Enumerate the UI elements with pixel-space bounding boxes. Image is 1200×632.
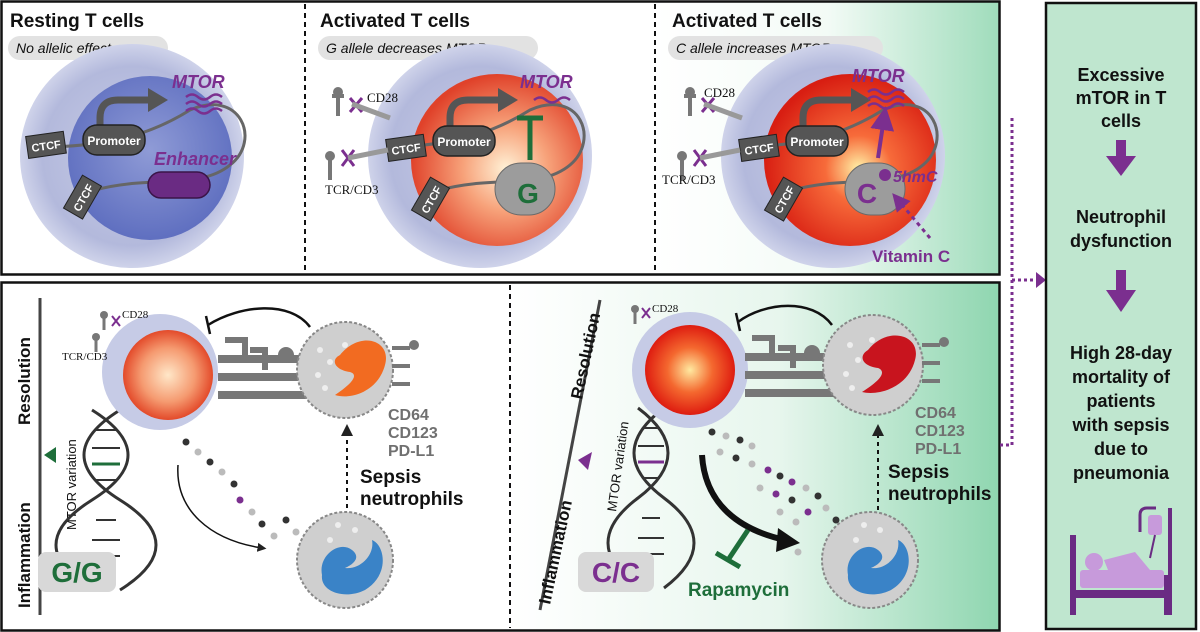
mtor-label-2: MTOR: [520, 72, 573, 92]
svg-text:due to: due to: [1094, 439, 1148, 459]
svg-text:cells: cells: [1101, 111, 1141, 131]
enhancer-label: Enhancer: [154, 149, 237, 169]
svg-text:with sepsis: with sepsis: [1071, 415, 1169, 435]
genotype-badge-left: [38, 552, 116, 592]
panel-2-title: Activated T cells: [320, 11, 470, 32]
sepsis-label-right-1: Sepsis: [888, 462, 949, 483]
cytokines-right: [708, 428, 840, 556]
promoter-label-1: Promoter: [87, 134, 141, 148]
activated-t-cell-g: Promoter CTCF CTCF G MTOR CD28: [325, 44, 592, 268]
svg-text:CD28: CD28: [367, 90, 398, 105]
level-marker-purple: [578, 452, 592, 470]
panel-connector: [1000, 118, 1046, 447]
side-box-step-2: Neutrophil dysfunction: [1070, 207, 1172, 251]
ctcf-label-3a: CTCF: [744, 142, 775, 158]
mtor-label-1: MTOR: [172, 72, 225, 92]
promoter-label-3: Promoter: [790, 135, 844, 149]
svg-text:dysfunction: dysfunction: [1070, 231, 1172, 251]
ctcf-label-1a: CTCF: [31, 139, 62, 155]
hmc-label: 5hmC: [893, 169, 938, 186]
activated-t-cell-c: Promoter CTCF CTCF C 5hmC MTOR Vitamin C: [662, 44, 950, 268]
receptor-tcr-2: TCR/CD3: [325, 147, 389, 197]
genotype-badge-right: [578, 552, 654, 592]
svg-text:TCR/CD3: TCR/CD3: [662, 172, 715, 187]
cd28-small-right: CD28: [652, 303, 679, 315]
svg-text:mTOR in T: mTOR in T: [1076, 88, 1167, 108]
panel-1-title: Resting T cells: [10, 11, 144, 32]
tcr-small-left: TCR/CD3: [62, 351, 108, 363]
resolution-label-left: Resolution: [15, 337, 34, 425]
marker-cd64-left: CD64: [388, 407, 429, 424]
allele-g: G: [517, 178, 539, 209]
svg-text:High 28-day: High 28-day: [1070, 343, 1172, 363]
receptor-cd28-3: CD28: [684, 85, 743, 121]
cd28-small-left: CD28: [122, 309, 149, 321]
svg-text:Excessive: Excessive: [1077, 65, 1164, 85]
svg-text:CD28: CD28: [704, 85, 735, 100]
marker-cd123-left: CD123: [388, 425, 438, 442]
genotype-left: G/G: [51, 557, 102, 588]
bottom-panel-frame: [0, 281, 1001, 632]
side-box-step-1: Excessive mTOR in T cells: [1076, 65, 1167, 131]
sepsis-label-left-1: Sepsis: [360, 467, 421, 488]
svg-text:mortality of: mortality of: [1072, 367, 1171, 387]
genotype-right: C/C: [592, 557, 640, 588]
resting-t-cell: Promoter CTCF CTCF Enhancer MTOR: [20, 44, 247, 268]
sepsis-label-right-2: neutrophils: [888, 484, 991, 505]
receptor-tcr-3: TCR/CD3: [662, 147, 741, 187]
top-panel-frame: [0, 0, 1001, 276]
side-arrow-1: [1106, 140, 1136, 176]
inflammation-label-left: Inflammation: [15, 502, 34, 608]
bottom-right-scheme: Resolution Inflammation MTOR variation C…: [535, 299, 991, 611]
receptor-cd28-2: CD28: [332, 87, 398, 121]
mtor-variation-left: MTOR variation: [64, 439, 79, 530]
promoter-label-2: Promoter: [437, 135, 491, 149]
marker-cd64-right: CD64: [915, 405, 956, 422]
bottom-left-scheme: Resolution Inflammation MTOR variation G…: [15, 298, 463, 615]
mtor-label-3: MTOR: [852, 66, 905, 86]
hospital-bed-icon: [1070, 506, 1172, 615]
marker-pdl1-right: PD-L1: [915, 441, 961, 458]
level-marker-green: [44, 447, 56, 463]
side-box-step-3: High 28-day mortality of patients with s…: [1070, 343, 1172, 483]
marker-cd123-right: CD123: [915, 423, 965, 440]
rapamycin-label: Rapamycin: [688, 580, 789, 601]
svg-text:Neutrophil: Neutrophil: [1076, 207, 1166, 227]
dna-helix-right: [606, 406, 696, 590]
svg-text:TCR/CD3: TCR/CD3: [325, 182, 378, 197]
panel-3-title: Activated T cells: [672, 11, 822, 32]
svg-text:patients: patients: [1086, 391, 1155, 411]
sepsis-label-left-2: neutrophils: [360, 489, 463, 510]
ctcf-label-2a: CTCF: [391, 142, 422, 158]
svg-text:pneumonia: pneumonia: [1073, 463, 1170, 483]
vitamin-c-label: Vitamin C: [872, 247, 950, 266]
cytokines-left: [182, 438, 300, 540]
allele-c: C: [857, 178, 877, 209]
panel-1-subtitle: No allelic effect: [16, 40, 112, 56]
side-arrow-2: [1106, 270, 1136, 312]
marker-pdl1-left: PD-L1: [388, 443, 434, 460]
